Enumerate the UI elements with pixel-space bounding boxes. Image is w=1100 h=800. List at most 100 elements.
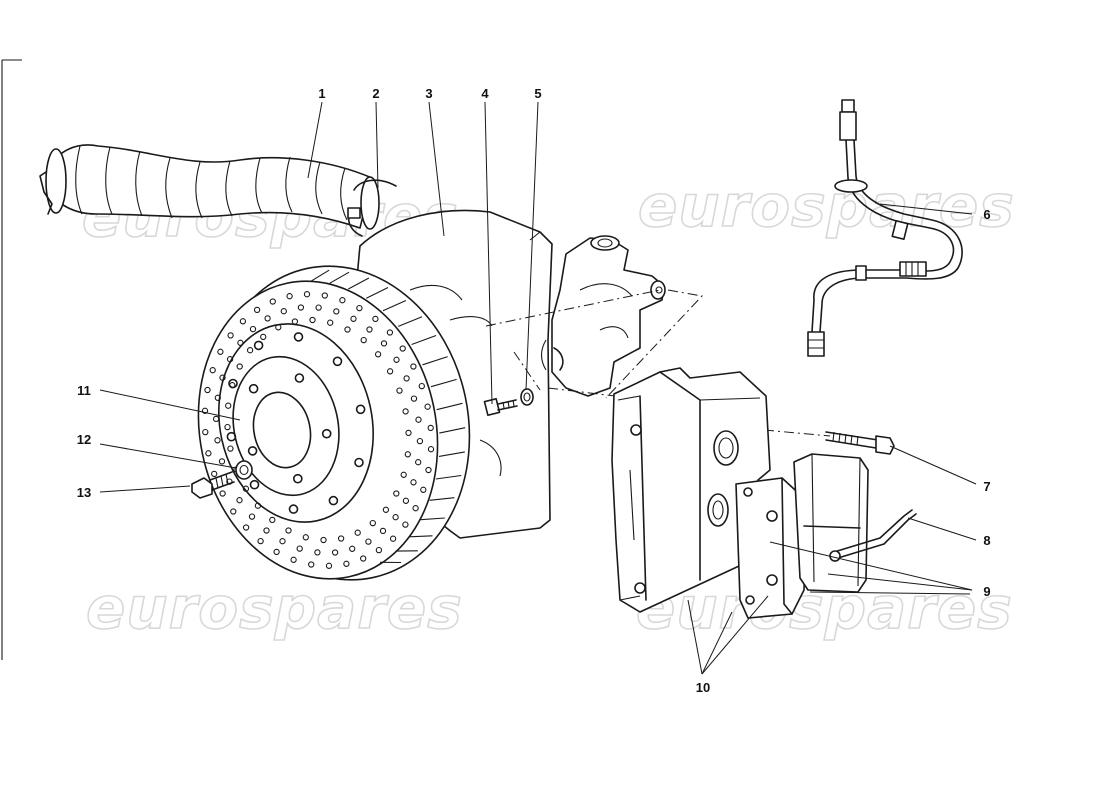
drill-hole xyxy=(337,535,345,542)
hub-stud-hole xyxy=(292,473,303,484)
drill-hole xyxy=(275,324,282,331)
drill-hole xyxy=(354,529,361,536)
drill-hole xyxy=(365,538,372,545)
drill-hole xyxy=(224,423,231,431)
drill-hole xyxy=(219,490,226,497)
disc-mount-hole xyxy=(354,457,364,468)
vent-slot xyxy=(329,271,350,284)
vent-slot xyxy=(366,287,389,299)
drill-hole xyxy=(237,339,244,346)
callout-2: 2 xyxy=(372,86,379,101)
vent-slot xyxy=(310,269,330,282)
shield-bolt xyxy=(483,397,518,417)
drill-hole xyxy=(254,502,262,509)
callout-6: 6 xyxy=(983,207,990,222)
drill-hole xyxy=(280,308,287,315)
callout-10: 10 xyxy=(696,680,710,695)
drill-hole xyxy=(227,332,234,339)
drill-hole xyxy=(372,315,379,323)
drill-hole xyxy=(402,408,409,415)
drill-hole xyxy=(248,513,256,520)
drill-hole xyxy=(427,424,434,432)
drill-hole xyxy=(226,356,234,363)
drill-hole xyxy=(425,466,432,474)
drill-hole xyxy=(410,479,417,486)
drill-hole xyxy=(297,304,305,311)
disc-drill-holes xyxy=(201,291,435,569)
callout-1: 1 xyxy=(318,86,325,101)
drill-hole xyxy=(350,315,357,322)
drill-hole xyxy=(264,315,271,322)
drill-hole xyxy=(229,382,236,389)
callout-13: 13 xyxy=(77,485,91,500)
drill-hole xyxy=(386,329,394,336)
hub-stud-hole xyxy=(248,383,259,394)
drill-hole xyxy=(420,486,427,493)
vent-slot xyxy=(420,517,445,521)
drill-hole xyxy=(214,437,221,444)
drill-hole xyxy=(273,548,280,556)
drill-hole xyxy=(242,485,250,492)
drill-hole xyxy=(416,437,424,445)
callout-11: 11 xyxy=(77,383,91,398)
disc-mount-hole xyxy=(249,479,260,490)
drill-hole xyxy=(205,450,212,457)
drill-hole xyxy=(242,524,250,531)
disc-washer xyxy=(235,460,253,480)
drill-hole xyxy=(386,368,394,375)
disc-mount-hole xyxy=(328,495,339,506)
drill-hole xyxy=(285,527,292,534)
brake-caliper xyxy=(611,367,771,613)
drill-hole xyxy=(382,506,390,513)
drill-hole xyxy=(320,536,327,544)
drill-hole xyxy=(412,505,419,512)
drill-hole xyxy=(333,308,340,315)
drill-hole xyxy=(356,304,363,312)
vent-slot xyxy=(435,474,462,480)
vent-slot xyxy=(436,402,463,411)
drill-hole xyxy=(349,545,356,552)
drill-hole xyxy=(392,514,399,521)
vent-slot xyxy=(348,277,370,290)
drill-hole xyxy=(325,562,333,569)
disc-mount-hole xyxy=(293,332,304,342)
disc-mount-hole xyxy=(288,504,299,514)
drill-hole xyxy=(217,348,224,355)
drill-hole xyxy=(405,429,412,437)
drill-hole xyxy=(410,363,417,370)
drill-hole xyxy=(344,326,351,333)
drill-hole xyxy=(269,516,276,524)
disc-mount-hole xyxy=(226,431,237,442)
drill-hole xyxy=(239,318,247,325)
drill-hole xyxy=(236,363,243,370)
drill-hole xyxy=(343,560,350,567)
brake-hose xyxy=(807,99,963,357)
brake-pad-inner xyxy=(735,477,807,619)
drill-hole xyxy=(201,407,209,414)
hose-clamp xyxy=(347,179,397,237)
drill-hole xyxy=(279,538,286,545)
drill-hole xyxy=(249,325,257,333)
drill-hole xyxy=(427,446,435,453)
wheel-upright-knuckle xyxy=(551,235,666,397)
callout-5: 5 xyxy=(534,86,541,101)
disc-vent-slots xyxy=(310,269,466,564)
hub-stud-hole xyxy=(321,428,332,439)
callout-12: 12 xyxy=(77,432,91,447)
drill-hole xyxy=(369,519,376,527)
drill-hole xyxy=(379,527,387,535)
vent-slot xyxy=(430,378,457,388)
drill-hole xyxy=(246,347,254,354)
drilled-brake-disc xyxy=(197,265,471,581)
callout-3: 3 xyxy=(425,86,432,101)
vent-slot xyxy=(382,299,407,312)
drill-hole xyxy=(339,297,346,304)
drill-hole xyxy=(380,340,388,347)
drill-hole xyxy=(418,382,425,390)
drill-hole xyxy=(214,394,221,401)
drill-hole xyxy=(211,470,218,478)
drill-hole xyxy=(286,293,293,300)
drill-hole xyxy=(308,561,315,568)
drill-hole xyxy=(327,319,334,326)
drill-hole xyxy=(403,375,410,382)
